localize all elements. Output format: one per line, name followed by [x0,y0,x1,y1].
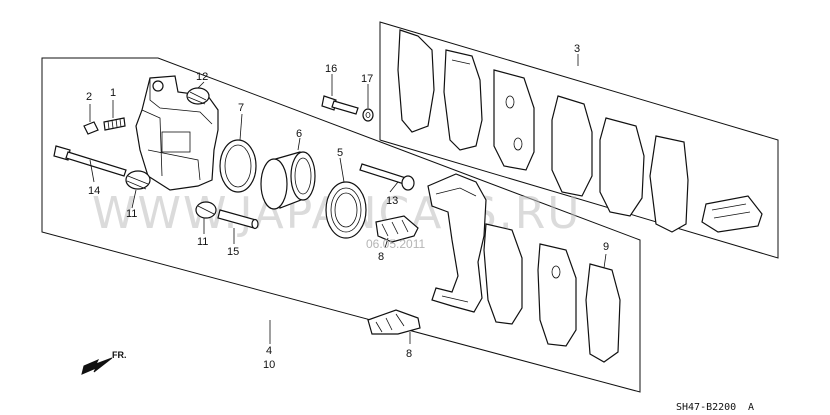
diagram-code: SH47-B2200 [676,402,736,413]
grease-packet [701,195,763,233]
front-direction-label: FR. [112,350,127,360]
pad-shim-b [649,135,689,233]
callout-8-upper: 8 [378,251,384,263]
callout-3: 3 [574,43,580,55]
washer [362,108,374,122]
callout-4: 4 [266,345,272,357]
caliper-bracket [427,173,487,313]
pad-set-frame [379,21,779,259]
slide-pin [359,163,415,191]
callout-2: 2 [86,91,92,103]
bleeder-screw [103,117,126,131]
callout-6: 6 [296,128,302,140]
callout-9: 9 [603,241,609,253]
guide-bolt [53,145,127,177]
callout-17: 17 [361,73,373,85]
mounting-bolt [321,95,359,115]
callout-11-right: 11 [197,236,208,248]
pad-shim-a [397,29,435,133]
callout-15: 15 [227,246,239,258]
bleeder-cap [83,121,99,135]
anti-rattle-clip-upper [375,215,419,243]
pad-d [599,117,645,217]
callout-12: 12 [196,71,208,83]
diagram-code-suffix: A [748,402,754,413]
pin-boot-lower-right [195,201,217,219]
callout-11-left: 11 [126,208,137,220]
caliper-assembly-frame [41,57,641,393]
guide-pin [217,209,259,230]
piston-seal [219,139,257,193]
caliper-piston [260,151,316,210]
callout-14: 14 [88,185,100,197]
leader-lines [89,54,607,344]
pad-shim-c [585,263,621,363]
pad-c [551,95,593,197]
callout-1: 1 [110,87,116,99]
callout-10: 10 [263,359,275,371]
callout-5: 5 [337,147,343,159]
callout-13: 13 [386,195,398,207]
piston-dust-boot [325,181,367,239]
date-stamp: 06.05.2011 [366,237,425,251]
front-direction-arrow: FR. [81,350,127,375]
callout-7: 7 [238,102,244,114]
pin-boot-lower-left [125,170,151,190]
pad-a [443,49,483,151]
pin-boot-upper [186,87,210,105]
callout-16: 16 [325,63,337,75]
pad-b [493,69,535,171]
anti-rattle-clip-lower [367,309,421,335]
pad-e [483,223,523,325]
callout-8-lower: 8 [406,348,412,360]
pad-f [537,243,577,347]
